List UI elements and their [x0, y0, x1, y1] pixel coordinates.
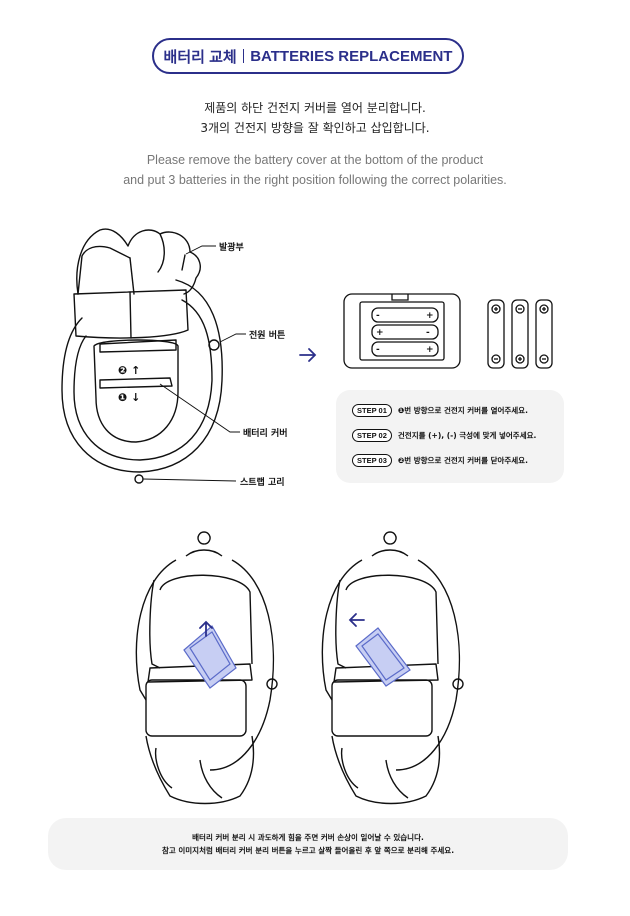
step-3-tag: STEP 03 — [352, 453, 392, 467]
right-arrow-icon — [299, 348, 317, 362]
battery-1-minus-sign: - — [376, 311, 380, 321]
mark-2-up: ❷ ↑ — [118, 364, 140, 377]
battery-3-plus-sign: + — [426, 345, 434, 355]
battery-cover-slid-right — [355, 627, 411, 687]
battery-2-plus-sign: + — [376, 328, 384, 338]
mark-1-down: ❶ ↓ — [118, 391, 140, 404]
notice-line-1: 배터리 커버 분리 시 과도하게 힘을 주면 커버 손상이 일어날 수 있습니다… — [192, 833, 424, 842]
title-pill: 배터리 교체 BATTERIES REPLACEMENT — [152, 38, 464, 74]
mark-2: ❷ — [118, 364, 128, 377]
up-arrow-icon — [199, 620, 213, 637]
step-2: STEP 02 건전지를 (+), (-) 극성에 맞게 넣어주세요. — [352, 428, 536, 442]
arrow-down-glyph: ↓ — [131, 391, 141, 404]
caution-notice: 배터리 커버 분리 시 과도하게 힘을 주면 커버 손상이 일어날 수 있습니다… — [48, 818, 568, 870]
title-en: BATTERIES REPLACEMENT — [250, 47, 453, 65]
step-1-tag: STEP 01 — [352, 403, 392, 417]
device-open-up-illustration — [135, 531, 278, 805]
step-3-text: ❷번 방향으로 건전지 커버를 닫아주세요. — [397, 455, 528, 465]
battery-1-plus-sign: + — [426, 311, 434, 321]
title-separator — [242, 49, 245, 63]
label-battery-cover: 배터리 커버 — [243, 429, 288, 439]
notice-line-2: 참고 이미지처럼 배터리 커버 분리 버튼을 누르고 살짝 들어올린 후 앞 쪽… — [161, 846, 455, 855]
intro-en-line-1: Please remove the battery cover at the b… — [146, 153, 484, 167]
step-3: STEP 03 ❷번 방향으로 건전지 커버를 닫아주세요. — [352, 453, 528, 467]
intro-english: Please remove the battery cover at the b… — [0, 150, 630, 190]
label-light-emitter: 발광부 — [219, 243, 244, 253]
step-1-text: ❶번 방향으로 건전지 커버를 열어주세요. — [397, 405, 528, 415]
device-body-illustration — [61, 279, 223, 484]
label-power-button: 전원 버튼 — [249, 331, 286, 341]
light-emitter-illustration — [76, 228, 201, 295]
aa-batteries-illustration — [487, 299, 553, 369]
mark-1: ❶ — [118, 391, 128, 404]
intro-en-line-2: and put 3 batteries in the right positio… — [123, 173, 507, 187]
intro-ko-line-1: 제품의 하단 건전지 커버를 열어 분리합니다. — [204, 101, 426, 115]
battery-cover-lifted-left — [183, 625, 237, 689]
arrow-up-glyph: ↑ — [131, 364, 141, 377]
intro-ko-line-2: 3개의 건전지 방향을 잘 확인하고 삽입합니다. — [200, 121, 430, 135]
step-1: STEP 01 ❶번 방향으로 건전지 커버를 열어주세요. — [352, 403, 528, 417]
left-arrow-icon — [348, 613, 365, 627]
label-strap-loop: 스트랩 고리 — [240, 478, 285, 488]
intro-korean: 제품의 하단 건전지 커버를 열어 분리합니다. 3개의 건전지 방향을 잘 확… — [0, 98, 630, 138]
step-2-tag: STEP 02 — [352, 428, 392, 442]
battery-2-minus-sign: - — [426, 328, 430, 338]
battery-compartment-illustration — [343, 293, 461, 369]
battery-3-minus-sign: - — [376, 345, 380, 355]
step-2-text: 건전지를 (+), (-) 극성에 맞게 넣어주세요. — [397, 430, 537, 440]
steps-box: STEP 01 ❶번 방향으로 건전지 커버를 열어주세요. STEP 02 건… — [336, 390, 564, 483]
title-ko: 배터리 교체 — [163, 48, 237, 66]
